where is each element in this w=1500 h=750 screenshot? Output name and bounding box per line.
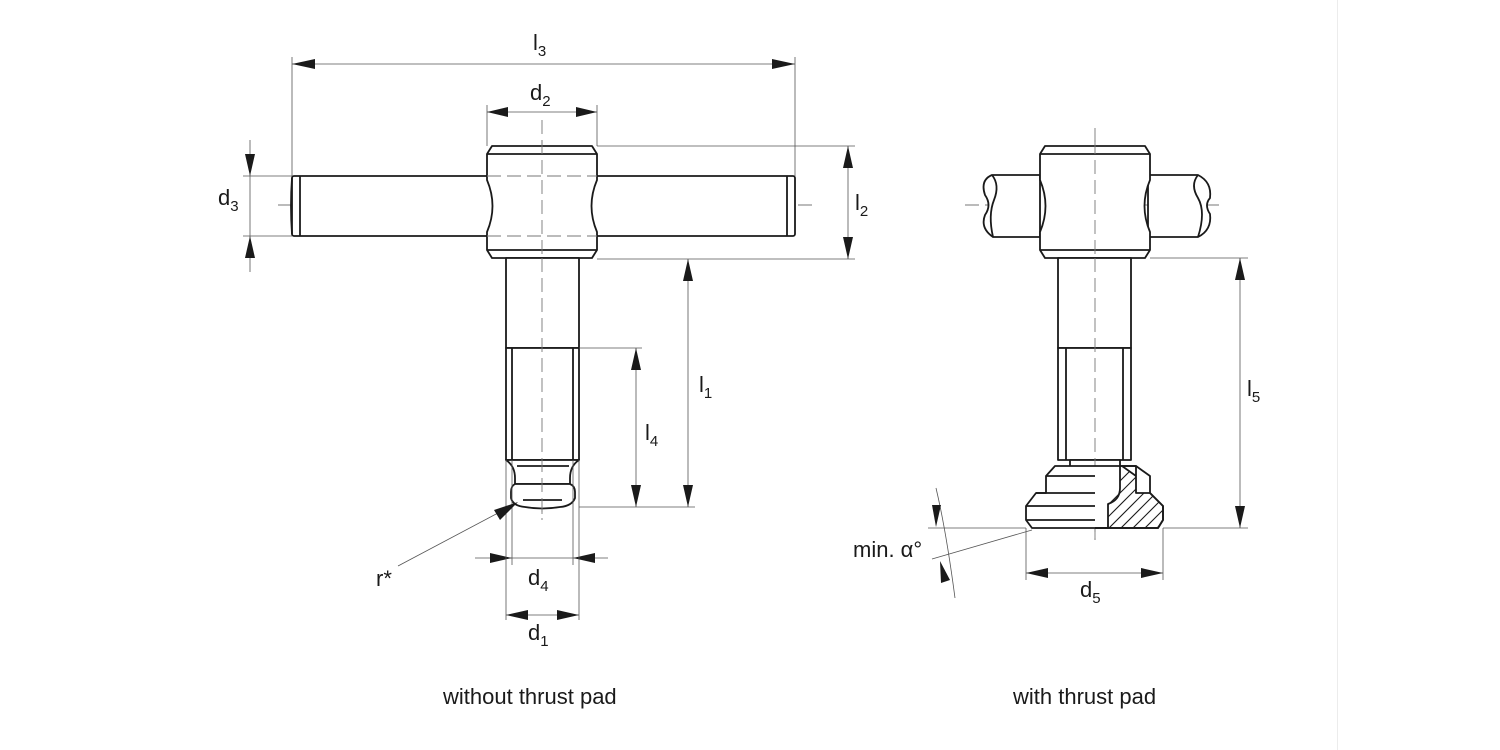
label-d4: d4 [528, 565, 549, 595]
label-min-alpha: min. α° [853, 537, 922, 562]
shank [1057, 257, 1132, 540]
label-l2: l2 [855, 190, 868, 220]
dim-l4: l4 [579, 347, 658, 507]
view-without-thrust-pad: l3 d2 d3 l2 [218, 30, 868, 650]
hub [486, 140, 598, 262]
label-l1: l1 [699, 372, 712, 402]
dim-d5: d5 [1025, 528, 1164, 607]
dim-l3: l3 [291, 30, 796, 176]
label-l4: l4 [645, 420, 658, 450]
caption-with-thrust-pad: with thrust pad [1013, 684, 1157, 709]
dim-d1: d1 [505, 460, 580, 650]
dim-l5: l5 [1150, 257, 1260, 529]
dim-d4: d4 [475, 460, 608, 595]
shank [505, 257, 580, 520]
dim-l1: l1 [579, 259, 712, 508]
dim-d3: d3 [218, 140, 292, 272]
dim-l2: l2 [597, 145, 868, 260]
label-d1: d1 [528, 620, 549, 650]
caption-without-thrust-pad: without thrust pad [443, 684, 617, 709]
label-l5: l5 [1247, 376, 1260, 406]
label-d2: d2 [530, 80, 551, 110]
thrust-pad [1025, 465, 1164, 529]
hub [1039, 140, 1151, 262]
label-d5: d5 [1080, 577, 1101, 607]
dim-alpha: min. α° [853, 487, 1033, 599]
dim-d2: d2 [486, 80, 598, 146]
label-d3: d3 [218, 185, 239, 215]
label-r: r* [376, 566, 392, 591]
leader-r: r* [376, 502, 518, 591]
view-with-thrust-pad: l5 d5 min. α° [853, 128, 1260, 607]
crossbar-broken [982, 174, 1212, 238]
label-l3: l3 [533, 30, 546, 60]
page-edge-divider [1337, 0, 1338, 750]
